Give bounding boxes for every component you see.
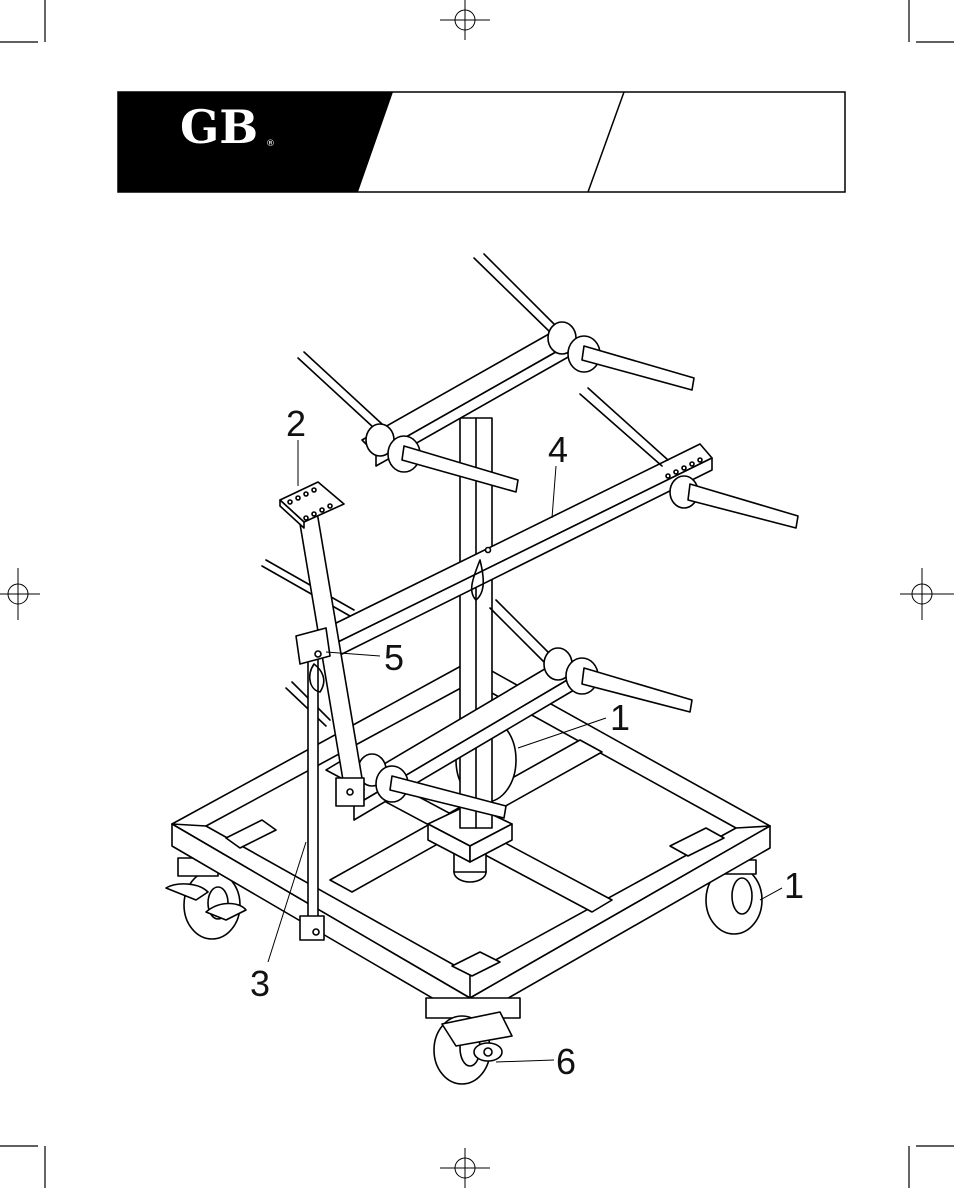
callout-1-upper: 1 xyxy=(610,697,630,738)
callout-5: 5 xyxy=(384,637,404,678)
callout-4: 4 xyxy=(548,429,568,470)
wire-cart-illustration xyxy=(166,254,798,1084)
front-caster xyxy=(426,998,520,1084)
crosshair-icon xyxy=(0,568,40,620)
top-arm xyxy=(298,254,694,492)
crosshair-icon xyxy=(900,568,954,620)
callout-3: 3 xyxy=(250,963,270,1004)
crosshair-icon xyxy=(440,0,490,40)
crosshair-icon xyxy=(440,1148,490,1188)
header-band: GB ® xyxy=(118,92,845,192)
brand-logo: GB xyxy=(180,100,258,154)
callout-2: 2 xyxy=(286,403,306,444)
callout-6: 6 xyxy=(556,1041,576,1082)
adjustable-arm xyxy=(262,388,798,656)
brand-logo-registered-mark: ® xyxy=(266,139,275,149)
callout-1-lower: 1 xyxy=(784,865,804,906)
